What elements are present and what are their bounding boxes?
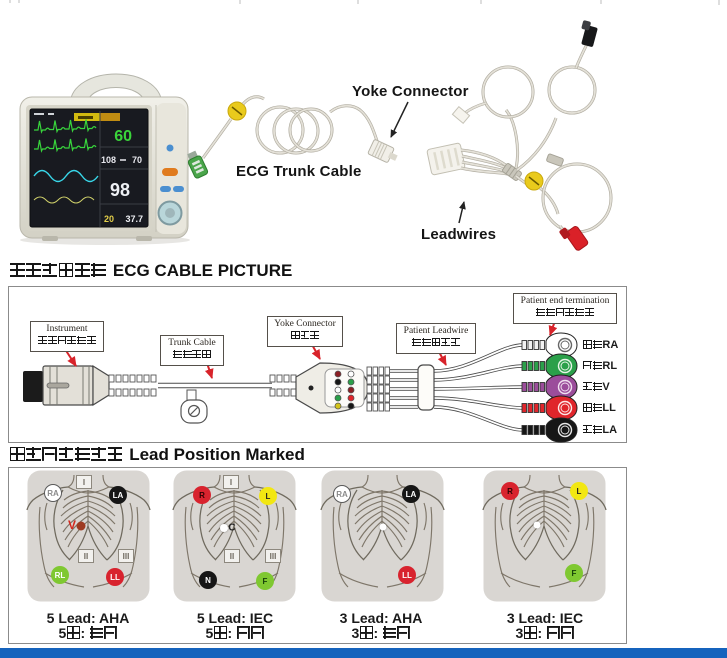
p2-lead-n: N	[199, 571, 217, 589]
lead-snap-green	[521, 353, 578, 379]
cable-heading-en: ECG CABLE PICTURE	[112, 261, 293, 280]
monitor-hr-value: 60	[114, 128, 132, 145]
callout-patient-leadwire: Patient Leadwire	[396, 323, 476, 354]
p4-center-dot	[533, 521, 541, 529]
lead-snap-white	[521, 332, 578, 358]
callout-instrument-en: Instrument	[46, 324, 88, 334]
p2-lead-l: L	[259, 487, 277, 505]
lead-label-ll-cn	[582, 402, 602, 414]
p2-caption: 5 Lead: IEC 5:	[165, 611, 305, 641]
monitor-resp-value: 20	[104, 214, 114, 224]
callout-trunk-cable: Trunk Cable	[160, 335, 224, 366]
position-heading-cn	[9, 446, 123, 464]
yoke-connector-label: Yoke Connector	[352, 83, 469, 100]
lead-label-v-en: V	[602, 381, 610, 393]
trunk-cable-photo	[187, 95, 409, 179]
p3-caption-cn: 3:	[311, 626, 451, 641]
p1-lead-v-dot	[76, 521, 86, 531]
callout-leadwire-cn	[401, 337, 471, 351]
p3-caption: 3 Lead: AHA 3:	[311, 611, 451, 641]
footer-bar	[0, 648, 727, 658]
callout-yoke-en: Yoke Connector	[274, 319, 336, 329]
p2-segment-ii: II	[224, 549, 240, 563]
callout-yoke: Yoke Connector	[267, 316, 343, 347]
lead-label-ra-en: RA	[602, 339, 619, 351]
p2-lead-c-dot	[220, 524, 228, 532]
callout-termination-en: Patient end termination	[520, 296, 610, 306]
p4-lead-f: F	[565, 564, 583, 582]
callout-yoke-cn	[272, 330, 338, 344]
ecg-trunk-cable-label: ECG Trunk Cable	[236, 163, 362, 180]
position-section-heading: Lead Position Marked	[9, 445, 305, 465]
p1-lead-v-label: V	[67, 518, 77, 532]
p2-segment-i: I	[223, 475, 239, 489]
lead-label-la-en: LA	[602, 424, 618, 436]
callout-instrument: Instrument	[30, 321, 104, 352]
monitor-nibp-dia: 70	[132, 155, 142, 165]
callout-instrument-cn	[35, 335, 99, 349]
p1-lead-la: LA	[109, 486, 127, 504]
p2-lead-c-label: C	[228, 522, 236, 534]
top-edge-marks	[9, 0, 720, 5]
p2-caption-en: 5 Lead: IEC	[196, 610, 274, 626]
p1-caption: 5 Lead: AHA 5:	[18, 611, 158, 641]
p3-center-dot	[379, 523, 387, 531]
p4-caption: 3 Lead: IEC 3:	[475, 611, 615, 641]
p1-lead-rl: RL	[51, 566, 69, 584]
p1-lead-ll: LL	[106, 568, 124, 586]
p1-caption-en: 5 Lead: AHA	[46, 610, 130, 626]
p1-caption-cn: 5:	[18, 626, 158, 641]
p1-lead-ra: RA	[44, 484, 62, 502]
callout-trunk-cn	[165, 349, 219, 363]
lead-label-la-cn	[582, 424, 602, 436]
lead-label-ra: RA	[582, 339, 618, 351]
monitor-nibp-sys: 108	[101, 155, 116, 165]
lead-label-v-cn	[582, 381, 602, 393]
p4-lead-r: R	[501, 482, 519, 500]
cable-section-heading: ECG CABLE PICTURE	[9, 261, 292, 281]
lead-label-v: V	[582, 381, 610, 393]
monitor-temp-value: 37.7	[125, 214, 143, 224]
p2-lead-r: R	[193, 486, 211, 504]
p3-lead-ll: LL	[398, 566, 416, 584]
lead-label-rl-cn	[582, 360, 602, 372]
patient-monitor-photo: 60 108 70 98 20 37.7	[19, 73, 190, 245]
p4-caption-cn: 3:	[475, 626, 615, 641]
lead-label-rl-en: RL	[602, 360, 618, 372]
lead-label-la: LA	[582, 424, 617, 436]
callout-patient-end-termination: Patient end termination	[513, 293, 617, 324]
p2-caption-cn: 5:	[165, 626, 305, 641]
cable-heading-cn	[9, 262, 107, 280]
p1-segment-i: I	[76, 475, 92, 489]
p4-lead-l: L	[570, 482, 588, 500]
lead-label-ll-en: LL	[602, 402, 616, 414]
p3-lead-la: LA	[402, 485, 420, 503]
lead-snap-black	[521, 417, 578, 443]
p1-segment-ii: II	[78, 549, 94, 563]
lead-snap-red	[521, 395, 578, 421]
lead-label-ll: LL	[582, 402, 616, 414]
monitor-spo2-value: 98	[110, 180, 130, 200]
p2-segment-iii: III	[265, 549, 281, 563]
leadwires-label: Leadwires	[421, 226, 497, 243]
callout-termination-cn	[518, 307, 612, 321]
p1-segment-iii: III	[118, 549, 134, 563]
callout-trunk-en: Trunk Cable	[168, 338, 216, 348]
p4-caption-en: 3 Lead: IEC	[506, 610, 584, 626]
position-heading-en: Lead Position Marked	[129, 445, 305, 464]
lead-label-ra-cn	[582, 339, 602, 351]
leadwires-photo	[426, 20, 613, 251]
p3-lead-ra: RA	[333, 485, 351, 503]
lead-label-rl: RL	[582, 360, 617, 372]
p3-caption-en: 3 Lead: AHA	[339, 610, 423, 626]
p2-lead-f: F	[256, 572, 274, 590]
callout-leadwire-en: Patient Leadwire	[403, 326, 469, 336]
